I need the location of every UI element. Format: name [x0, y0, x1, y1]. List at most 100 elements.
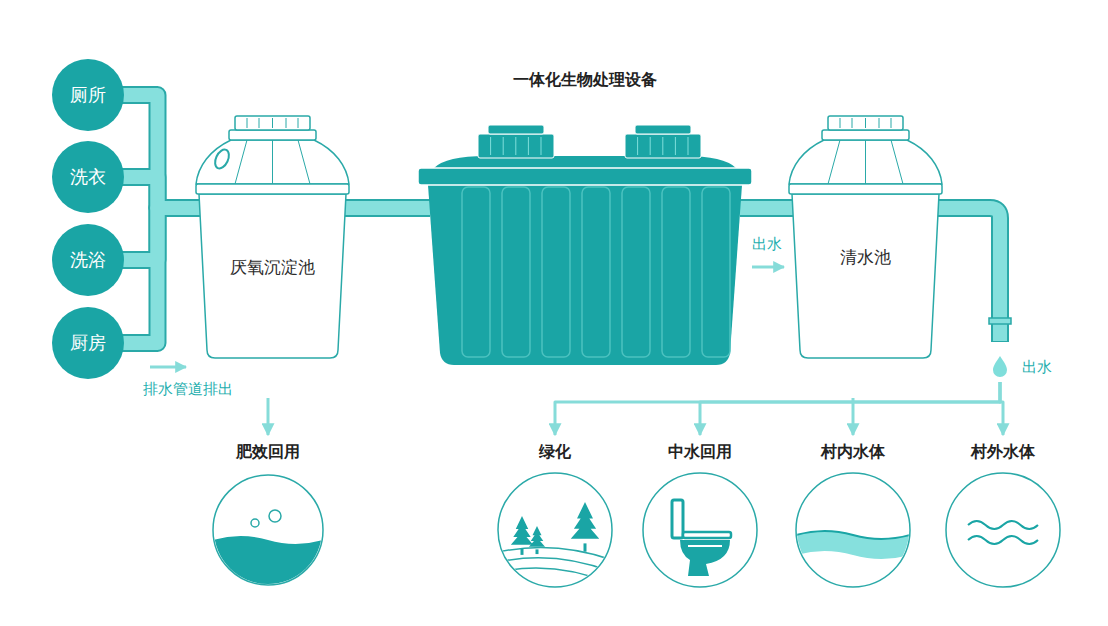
ground-line: [498, 568, 612, 584]
reuse-outline: [643, 473, 757, 587]
reuse-outline: [498, 473, 612, 587]
reuse-icon: [498, 502, 612, 584]
unit-rib: [702, 187, 730, 357]
reuse-outline: [213, 475, 323, 585]
node-text: 厌氧沉淀池: [195, 256, 350, 280]
flow-arrow: [1000, 382, 1003, 435]
pipe-outline: [740, 199, 793, 217]
lid-rib: [272, 118, 273, 128]
lid-rib: [852, 118, 853, 128]
lid-ring: [822, 130, 909, 140]
wave-line: [968, 521, 1038, 529]
source-circle: 厨房: [52, 307, 124, 379]
unit-rib: [502, 187, 530, 357]
unit-lid: [625, 134, 701, 158]
tree-trunk: [536, 549, 539, 554]
reuse-drawing: [639, 438, 761, 591]
lid-rib: [259, 118, 260, 128]
toilet-seat: [683, 532, 731, 538]
node-text: 洗浴: [70, 249, 106, 271]
tank-drawing: [195, 112, 350, 362]
water-drop: [993, 356, 1007, 377]
reuse-circle: 村内水体: [792, 438, 914, 591]
tank-dome: [789, 140, 942, 184]
tank-rim: [196, 184, 349, 194]
unit-body: [428, 185, 742, 365]
node-text: 一体化生物处理设备: [513, 68, 657, 92]
reuse-drawing: [494, 438, 616, 591]
pipe-inner: [122, 208, 200, 343]
reuse-icon: [672, 500, 731, 576]
lid-rib: [840, 118, 841, 128]
source-circle: 洗衣: [52, 141, 124, 213]
unit-shape: [418, 125, 752, 365]
tank: 清水池: [788, 112, 943, 362]
lid-rib: [286, 118, 287, 128]
lid-rib: [528, 137, 529, 155]
dome-rib: [865, 140, 866, 184]
tank-dome: [196, 140, 349, 184]
tree-crown: [529, 526, 545, 547]
water-line: [796, 531, 910, 539]
unit-lid-cap: [488, 125, 544, 134]
node-text: 清水池: [788, 246, 943, 270]
flow-arrow: [852, 398, 855, 435]
flow-arrow: [555, 382, 1000, 435]
toilet-tank: [672, 500, 683, 538]
reuse-icon: [796, 531, 910, 559]
unit-drawing: [418, 68, 752, 368]
reuse-circle: 中水回用: [639, 438, 761, 591]
source-circle: 洗浴: [52, 224, 124, 296]
reuse-drawing: [942, 438, 1064, 591]
dome-rib: [828, 140, 840, 184]
reuse-circle: 绿化: [494, 438, 616, 591]
lid-rib: [865, 118, 866, 128]
lid-cap: [828, 116, 903, 130]
lid-rib: [879, 118, 880, 128]
node-text: 肥效回用: [236, 440, 300, 464]
lid-ring: [229, 130, 316, 140]
unit-rib: [462, 187, 490, 357]
tank-outline: [789, 116, 942, 358]
tank: 厌氧沉淀池: [195, 112, 350, 362]
lid-rib: [515, 137, 516, 155]
lid-rib: [298, 118, 299, 128]
lid-rib: [637, 137, 638, 155]
unit-lid-cap: [635, 125, 691, 134]
lid-rib: [891, 118, 892, 128]
bubble: [251, 519, 259, 527]
source-circle: 厕所: [52, 59, 124, 131]
lid-rib: [503, 137, 504, 155]
water-fill: [213, 536, 323, 585]
lid-cap: [235, 116, 310, 130]
pipe-inner: [122, 95, 200, 208]
flow-arrow: [267, 398, 270, 435]
pipe-inner: [740, 201, 793, 215]
flow-label: 排水管道排出: [143, 378, 233, 400]
lid-rib: [662, 137, 663, 155]
inspection-window: [212, 147, 231, 170]
node-text: 村内水体: [821, 440, 885, 464]
unit-lid: [478, 134, 554, 158]
node-text: 中水回用: [668, 440, 732, 464]
tree-crown: [571, 502, 600, 539]
node-text: 厕所: [70, 84, 106, 106]
unit-rib: [582, 187, 610, 357]
reuse-icon: [968, 521, 1038, 544]
dome-rib: [235, 140, 247, 184]
node-text: 绿化: [539, 440, 571, 464]
pipe-outline: [122, 208, 200, 343]
treatment-unit: 一体化生物处理设备: [418, 68, 752, 368]
tank-outline: [196, 116, 349, 358]
pipe-outline: [345, 199, 430, 217]
node-text: 村外水体: [971, 440, 1035, 464]
reuse-outline: [946, 473, 1060, 587]
reuse-circle: 肥效回用: [209, 438, 327, 589]
lid-rib: [675, 137, 676, 155]
node-text: 厨房: [70, 332, 106, 354]
flow-label: 出水: [1022, 356, 1052, 378]
dome-rib: [891, 140, 903, 184]
pipe-outline: [122, 95, 200, 208]
tank-body: [792, 194, 939, 358]
